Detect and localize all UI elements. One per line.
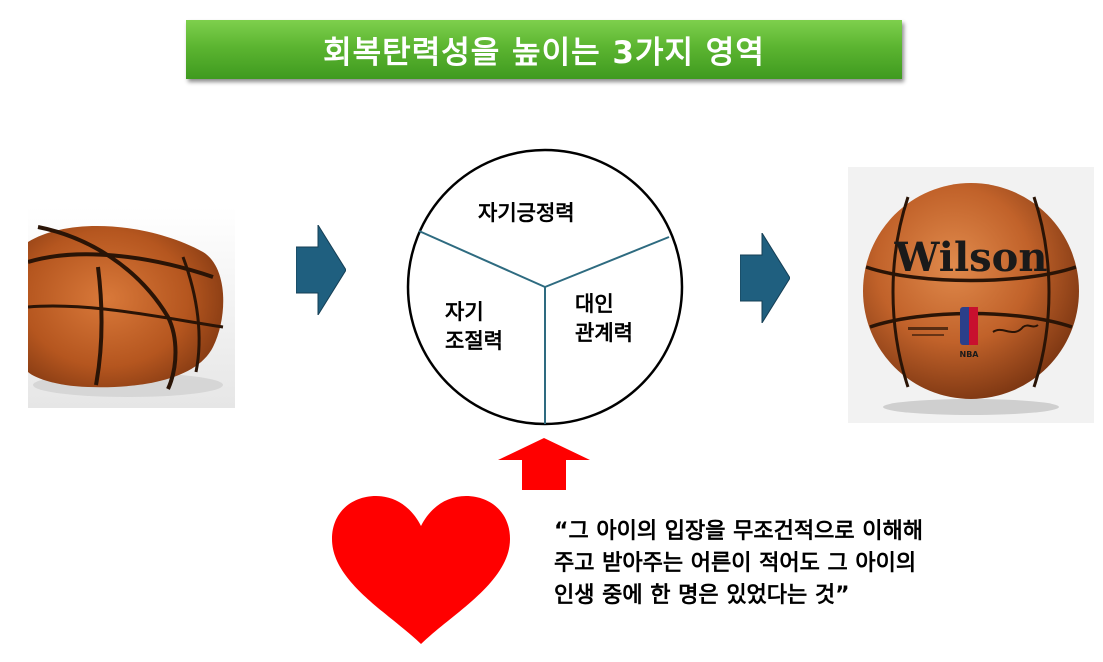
segment-label-self-control-line2: 조절력 — [445, 329, 503, 353]
quote-line-2: 주고 받아주는 어른이 적어도 그 아이의 — [554, 551, 917, 576]
segment-label-self-control-line1: 자기 — [445, 300, 484, 324]
arrow-right-icon — [296, 225, 346, 315]
deflated-basketball-image — [28, 207, 235, 408]
quote-line-1: “그 아이의 입장을 무조건적으로 이해해 — [554, 519, 923, 544]
divider-right — [544, 236, 670, 288]
segment-label-self-esteem: 자기긍정력 — [478, 201, 575, 225]
nba-logo-text: NBA — [960, 350, 980, 359]
heart-icon — [330, 494, 512, 646]
segment-label-interpersonal-line1: 대인 — [575, 292, 614, 316]
resilience-circle-diagram — [405, 147, 685, 427]
arrow-right-icon — [740, 233, 790, 323]
arrow-up-icon — [498, 438, 590, 490]
page-title: 회복탄력성을 높이는 3가지 영역 — [323, 35, 765, 71]
quote-line-3: 인생 중에 한 명은 있었다는 것” — [554, 583, 850, 608]
title-banner: 회복탄력성을 높이는 3가지 영역 — [186, 20, 902, 79]
segment-label-interpersonal-line2: 관계력 — [575, 321, 633, 345]
signature-icon — [992, 324, 1039, 334]
wilson-logo-text: Wilson — [894, 234, 1048, 281]
divider-left — [418, 230, 546, 288]
wilson-basketball-image: Wilson NBA — [848, 167, 1094, 423]
